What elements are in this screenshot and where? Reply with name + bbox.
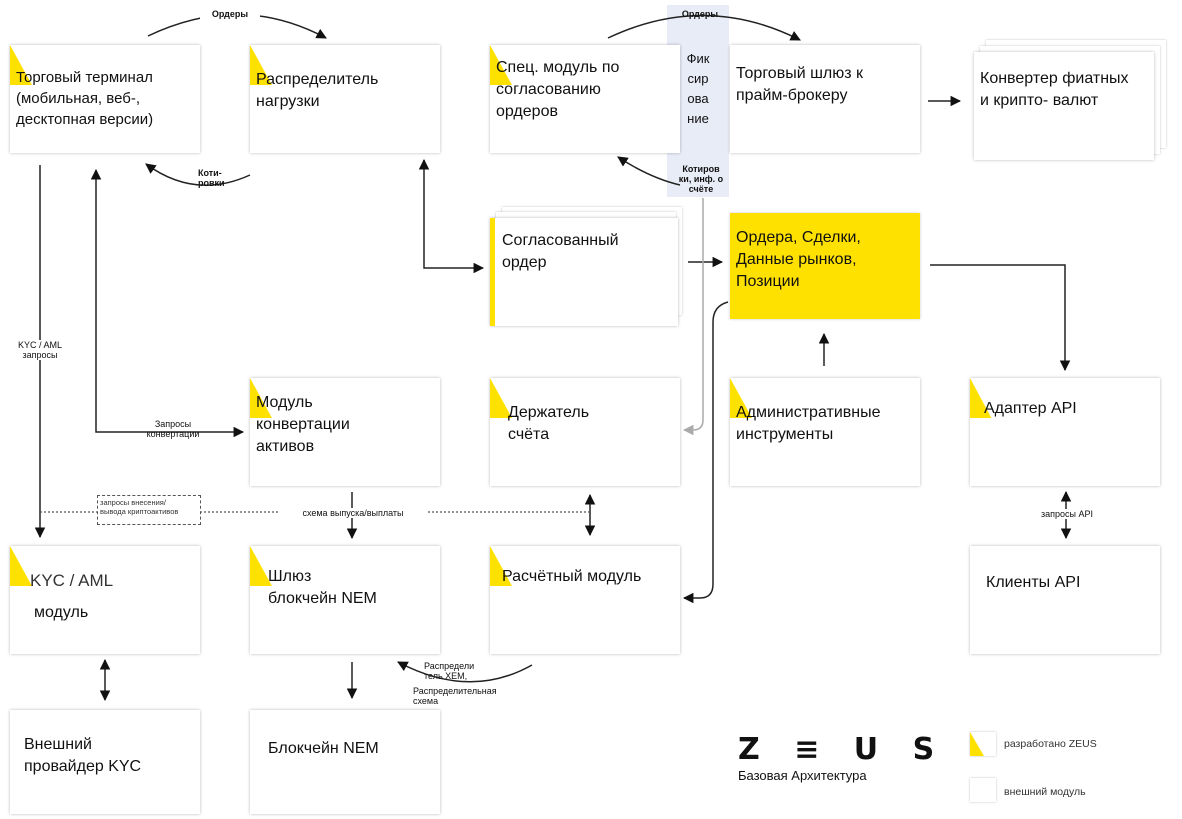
distributor-label: Распредели тель XEM, [424,661,475,681]
api-clients-box: Клиенты API [970,546,1160,654]
converter-box: Конвертер фиатных и крипто- валют [974,52,1154,160]
api-adapter-box: Адаптер API [970,378,1160,486]
zeus-corner-mark [970,732,984,756]
trading-terminal-box: Торговый терминал (мобильная, веб-, деск… [10,45,200,153]
legend-external-label: внешний модуль [1004,786,1086,798]
api-adapter-label: Адаптер API [984,400,1077,417]
legend-zeus-label: разработано ZEUS [1004,738,1097,750]
deals-to-api [930,264,1071,372]
legend-zeus-swatch [970,732,996,756]
nem-blockchain-label: Блокчейн NEM [268,740,379,757]
api-requests-label: запросы API [1022,509,1112,519]
nem-gateway-label: Шлюз блокчейн NEM [268,568,377,607]
admin-tools-label: Административные инструменты [736,404,881,443]
matched-order-label: Согласованный ордер [502,232,619,271]
kyc-module-sub: модуль [34,604,89,621]
kyc-provider-label: Внешний провайдер KYC [24,736,142,775]
load-balancer-label: Распределитель нагрузки [256,71,379,110]
quotes-label-left: Коти- ровки [198,168,225,188]
settlement-label: Расчётный модуль [502,568,642,585]
trading-gateway-box: Торговый шлюз к прайм-брокеру [730,45,920,153]
orders-label-left: Ордеры [200,9,260,19]
nem-blockchain-box: Блокчейн NEM [250,710,440,814]
account-holder-label: Держатель счёта [508,404,590,443]
converter-label: Конвертер фиатных и крипто- валют [980,70,1129,109]
quotes-label-right: Котиров ки, инф. о счёте [678,164,724,194]
load-balancer-box: Распределитель нагрузки [250,45,440,153]
order-matching-box: Спец. модуль по согласованию ордеров [490,45,680,153]
gray-line [682,198,704,436]
trading-gateway-label: Торговый шлюз к прайм-брокеру [736,65,864,104]
orders-deals-label: Ордера, Сделки, Данные рынков, Позиции [736,229,861,290]
trading-terminal-label: Торговый терминал (мобильная, веб-, деск… [16,69,154,128]
fixation-label: Фик сир ова ние [686,51,710,126]
account-holder-box: Держатель счёта [490,378,680,486]
orders-deals-box: Ордера, Сделки, Данные рынков, Позиции [730,213,920,319]
api-clients-label: Клиенты API [986,574,1081,591]
distribution-arc [397,661,533,683]
order-matching-label: Спец. модуль по согласованию ордеров [496,59,620,120]
balancer-to-order [418,158,485,274]
quotes-arc-right [617,156,681,186]
conversion-requests-label: Запросы конвертации [146,419,200,439]
kyc-module-title: KYC / AML [30,571,114,590]
zeus-logo: Z ≡ U S [738,732,947,767]
kyc-module-box: KYC / AML модуль [10,546,200,654]
asset-conversion-box: Модуль конвертации активов [250,378,440,486]
conversion-arrow [90,168,245,438]
kyc-requests-label: KYC / AML запросы [2,340,78,360]
nem-gateway-box: Шлюз блокчейн NEM [250,546,440,654]
settlement-box: Расчётный модуль [490,546,680,654]
orders-arc-right [607,14,801,41]
admin-tools-box: Административные инструменты [730,378,920,486]
matched-order-box: Согласованный ордер [490,218,678,326]
asset-conversion-label: Модуль конвертации активов [256,394,350,455]
issue-scheme-label: схема выпуска/выплаты [278,508,428,518]
legend-external-swatch [970,778,996,802]
zeus-bar-mark [490,218,495,326]
distribution-scheme-label: Распределительная схема [413,686,497,706]
deals-to-settlement [682,301,729,604]
crypto-requests-label: запросы внесения/ вывода криптоактивов [97,495,201,525]
logo-subtitle: Базовая Архитектура [738,768,867,783]
orders-label-right: Ордеры [681,9,719,19]
kyc-provider-box: Внешний провайдер KYC [10,710,200,814]
